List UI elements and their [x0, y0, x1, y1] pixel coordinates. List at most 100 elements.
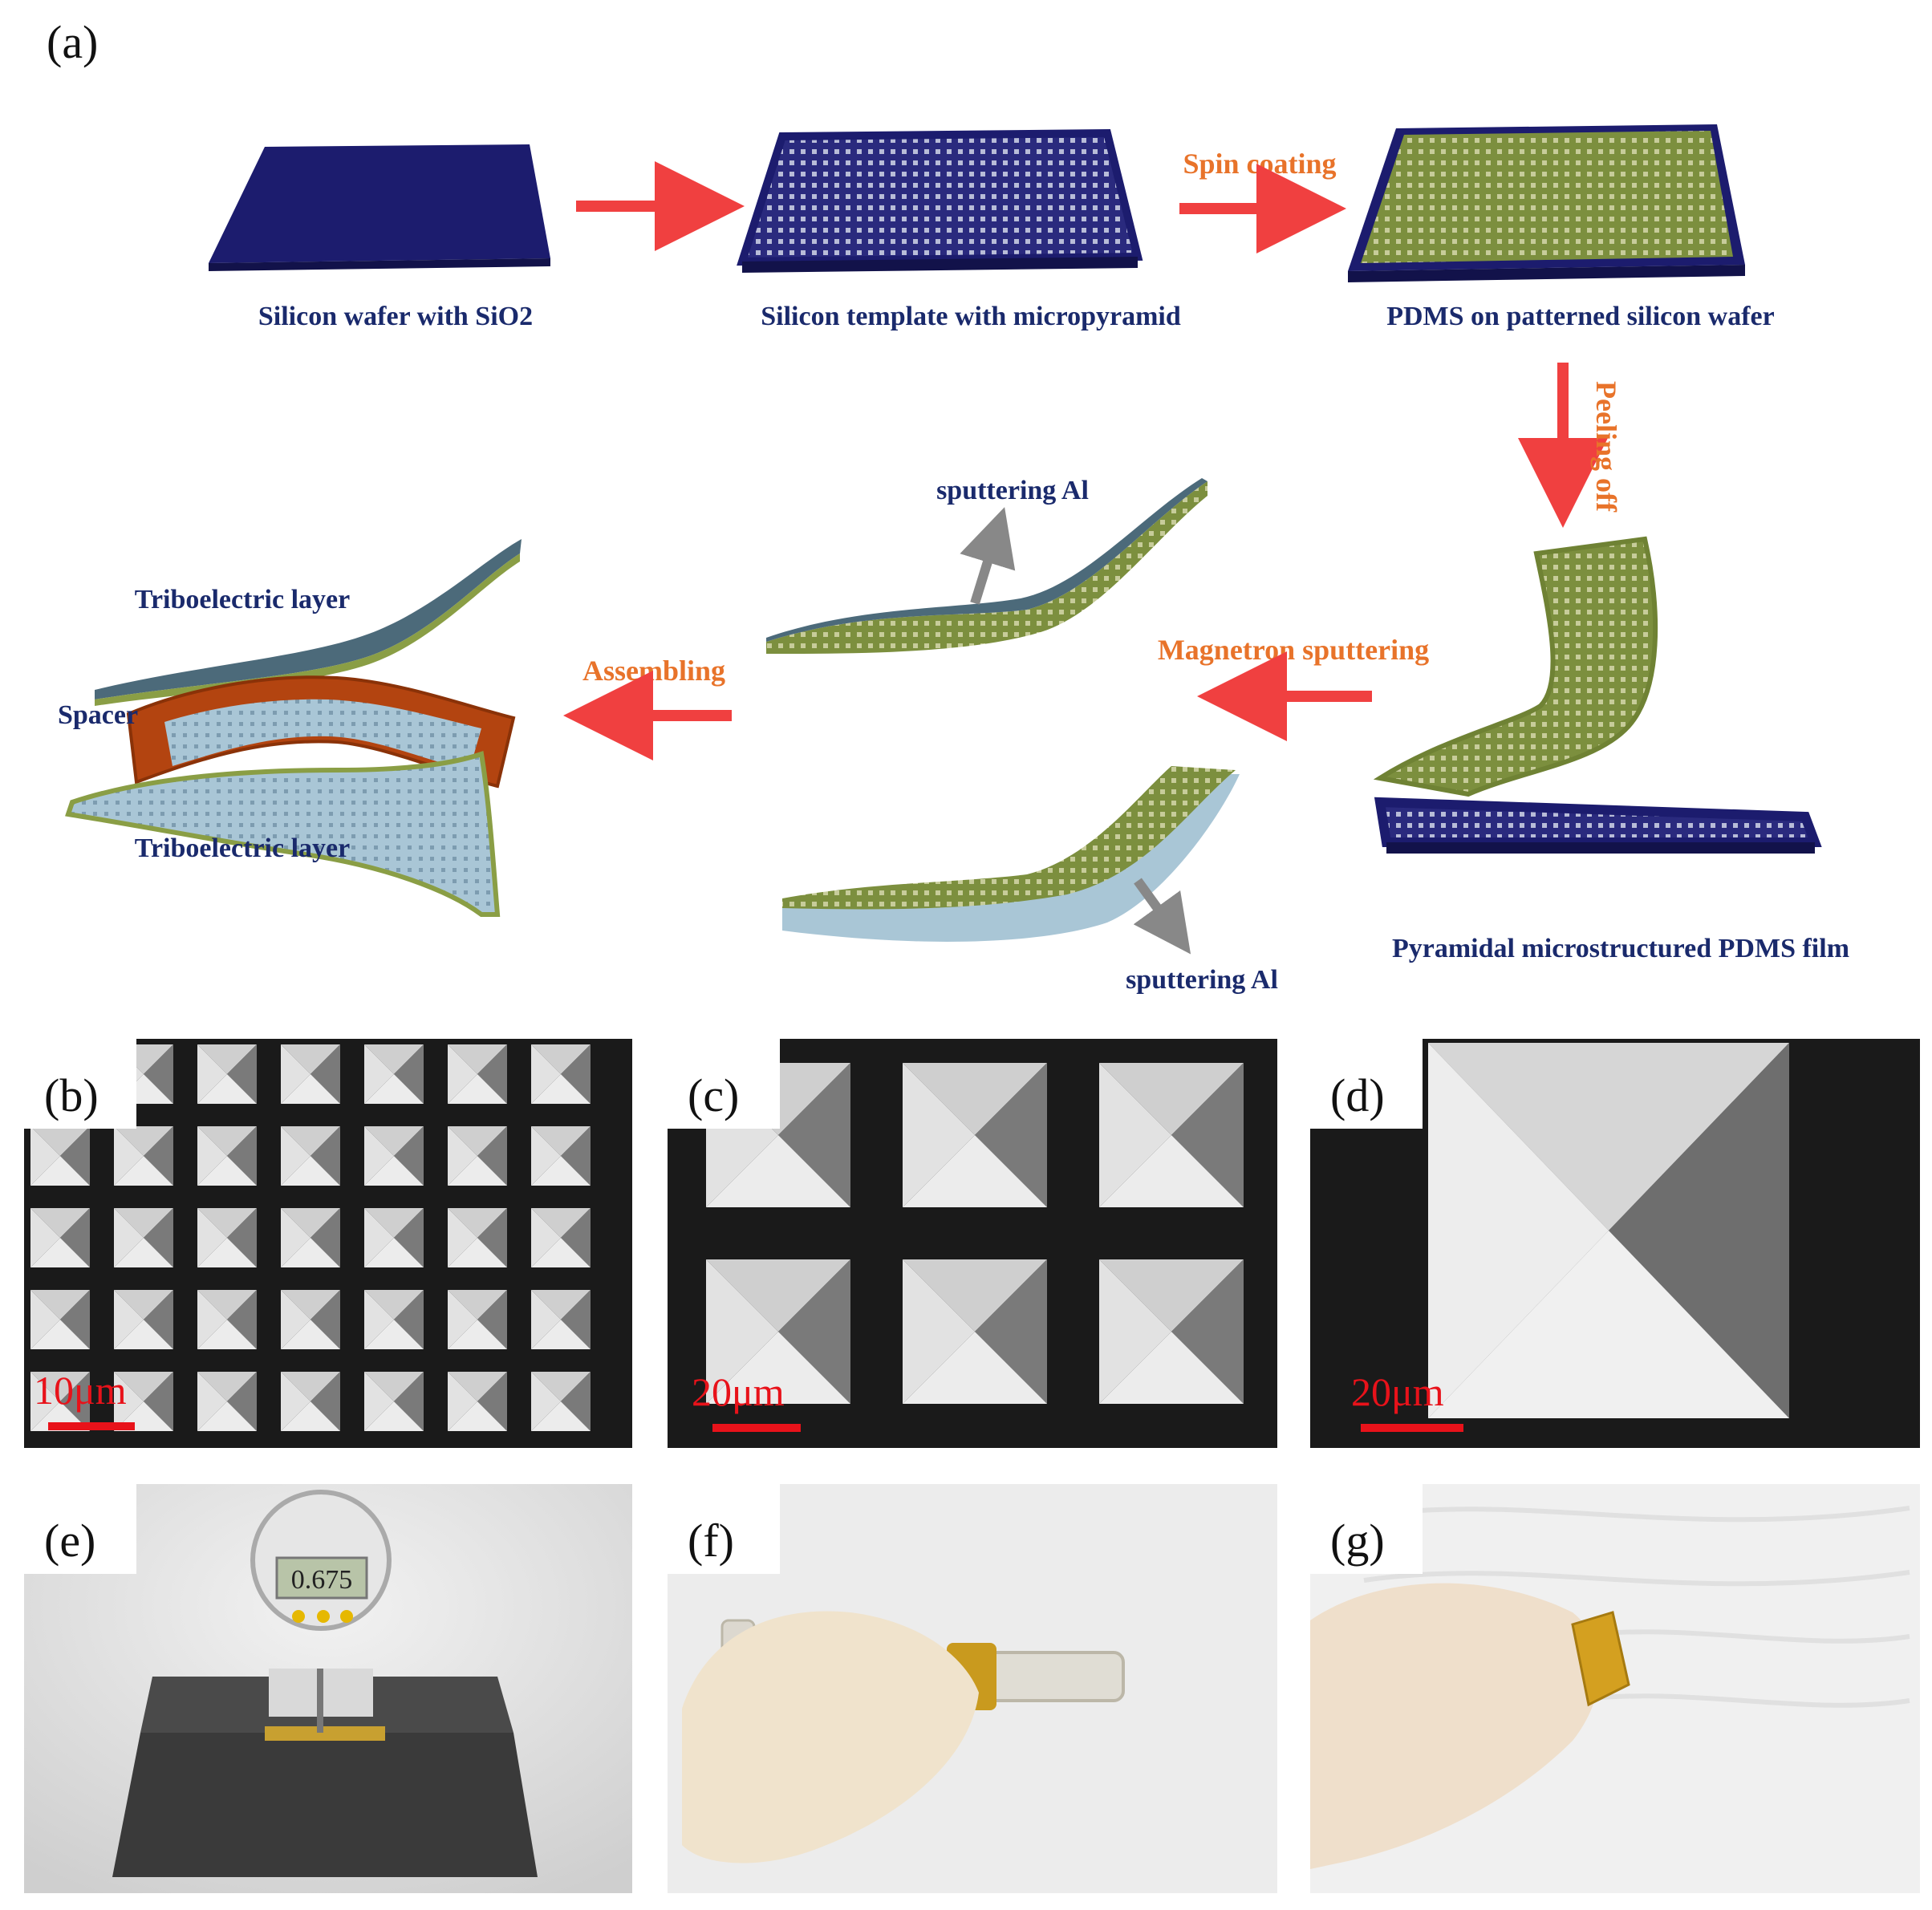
- sem-pyramid-facet: [364, 1208, 394, 1267]
- sputtering-arrow-bottom: [1133, 878, 1191, 955]
- spin-coating-label: Spin coating: [1183, 148, 1336, 180]
- sem-pyramid-facet: [531, 1126, 561, 1186]
- sem-pyramid-facet: [144, 1372, 173, 1431]
- silicon-template-illustration: [737, 128, 1143, 273]
- sem-pyramid-facet: [281, 1372, 340, 1401]
- sputtering-al-bottom-label: sputtering Al: [1126, 965, 1278, 995]
- sem-pyramid-facet: [706, 1259, 850, 1332]
- sem-pyramid-facet: [60, 1290, 90, 1349]
- sem-pyramid-facet: [903, 1063, 975, 1207]
- pdms-on-wafer-illustration: [1348, 124, 1745, 282]
- sem-pyramid-facet: [561, 1290, 591, 1349]
- gauge-reading: 0.675: [291, 1565, 353, 1595]
- sem-pyramid-facet: [197, 1401, 257, 1431]
- sem-pyramid-facet: [448, 1074, 507, 1104]
- panel-label-g: (g): [1330, 1515, 1385, 1567]
- scale-label-b: 10μm: [34, 1368, 127, 1413]
- sem-pyramid-facet: [114, 1208, 173, 1238]
- sem-pyramid-facet: [197, 1372, 227, 1431]
- sem-pyramid-facet: [60, 1372, 90, 1431]
- sem-pyramid-facet: [114, 1320, 173, 1349]
- panel-label-a: (a): [47, 16, 98, 68]
- sem-pyramid-facet: [531, 1208, 561, 1267]
- sem-pyramid-facet: [197, 1156, 257, 1186]
- sem-pyramid-facet: [561, 1126, 591, 1186]
- sem-pyramid-facet: [281, 1320, 340, 1349]
- sem-pyramid-facet: [477, 1208, 507, 1267]
- sem-pyramid-facet: [281, 1208, 310, 1267]
- sem-pyramid-facet: [114, 1372, 173, 1401]
- sem-pyramid-facet: [531, 1156, 591, 1186]
- sem-pyramid-facet: [30, 1238, 90, 1267]
- sem-pyramid-facet: [30, 1290, 60, 1349]
- sem-pyramid-facet: [364, 1126, 394, 1186]
- sem-pyramid-facet: [30, 1208, 90, 1238]
- sem-pyramid-facet: [197, 1126, 257, 1156]
- sem-pyramid-facet: [114, 1290, 144, 1349]
- sem-pyramid-facet: [1099, 1259, 1244, 1332]
- sem-pyramid-facet: [531, 1372, 591, 1401]
- magnetron-sputtering-label: Magnetron sputtering: [1158, 634, 1429, 666]
- sem-pyramid-facet: [531, 1074, 591, 1104]
- sem-pyramid-facet: [448, 1156, 507, 1186]
- sem-pyramid-facet: [1099, 1135, 1244, 1207]
- sputtering-al-top-label: sputtering Al: [936, 476, 1089, 505]
- sem-pyramid-facet: [30, 1126, 90, 1156]
- sem-pyramid-facet: [448, 1208, 507, 1238]
- sem-pyramid-facet: [197, 1290, 227, 1349]
- sem-pyramid-facet: [448, 1290, 507, 1320]
- sem-pyramid-facet: [394, 1290, 424, 1349]
- sem-pyramid-facet: [448, 1238, 507, 1267]
- sem-pyramid-facet: [364, 1208, 424, 1238]
- sem-pyramid-facet: [227, 1044, 257, 1104]
- sem-pyramid-facet: [281, 1290, 310, 1349]
- sem-pyramid-facet: [531, 1372, 561, 1431]
- sem-pyramid-facet: [281, 1156, 340, 1186]
- sem-pyramid-facet: [903, 1332, 1047, 1404]
- sem-pyramid-facet: [114, 1208, 144, 1267]
- sem-pyramid-facet: [448, 1401, 507, 1431]
- sem-pyramid-facet: [903, 1259, 1047, 1332]
- sem-pyramid-facet: [60, 1208, 90, 1267]
- sem-pyramid-facet: [1099, 1259, 1171, 1404]
- sem-pyramid-facet: [448, 1126, 477, 1186]
- sem-pyramid-facet: [531, 1290, 591, 1320]
- sem-pyramid-facet: [281, 1208, 340, 1238]
- sem-pyramid-facet: [1171, 1259, 1244, 1404]
- sem-pyramid-facet: [281, 1044, 340, 1074]
- sem-pyramid-facet: [706, 1135, 850, 1207]
- sem-pyramid-facet: [227, 1290, 257, 1349]
- photo-panel-f: (f): [668, 1484, 1277, 1893]
- sem-pyramid-facet: [114, 1126, 173, 1156]
- panel-label-f: (f): [688, 1515, 734, 1567]
- sem-pyramid-facet: [1099, 1063, 1171, 1207]
- sem-panel-d: (d) 20μm: [1310, 1039, 1920, 1448]
- sem-pyramid-facet: [561, 1208, 591, 1267]
- sem-panel-b: (b) 10μm: [24, 1039, 632, 1448]
- panel-label-e: (e): [44, 1515, 95, 1567]
- sem-pyramid-facet: [281, 1401, 340, 1431]
- sem-pyramid-facet: [1099, 1063, 1244, 1135]
- sem-pyramid-facet: [144, 1126, 173, 1186]
- sem-pyramid-facet: [364, 1126, 424, 1156]
- sem-pyramid-facet: [197, 1290, 257, 1320]
- sem-pyramid-facet: [531, 1320, 591, 1349]
- sem-pyramid-facet: [531, 1208, 591, 1238]
- sem-pyramid-facet: [60, 1126, 90, 1186]
- sem-pyramid-facet: [531, 1044, 591, 1074]
- peeled-pdms-illustration: [1373, 536, 1822, 854]
- sem-pyramid-facet: [706, 1259, 778, 1404]
- spacer-label: Spacer: [58, 700, 138, 730]
- panel-label-c: (c): [688, 1069, 739, 1121]
- sem-pyramid-facet: [903, 1063, 1047, 1135]
- sem-pyramid-facet: [197, 1320, 257, 1349]
- sem-pyramid-facet: [281, 1238, 340, 1267]
- sem-pyramid-facet: [310, 1290, 340, 1349]
- sem-pyramid-facet: [903, 1135, 1047, 1207]
- sem-pyramid-facet: [1171, 1063, 1244, 1207]
- sem-pyramid-facet: [30, 1372, 90, 1401]
- sem-pyramid-facet: [310, 1044, 340, 1104]
- sem-pyramid-facet: [30, 1320, 90, 1349]
- sem-pyramid-facet: [394, 1208, 424, 1267]
